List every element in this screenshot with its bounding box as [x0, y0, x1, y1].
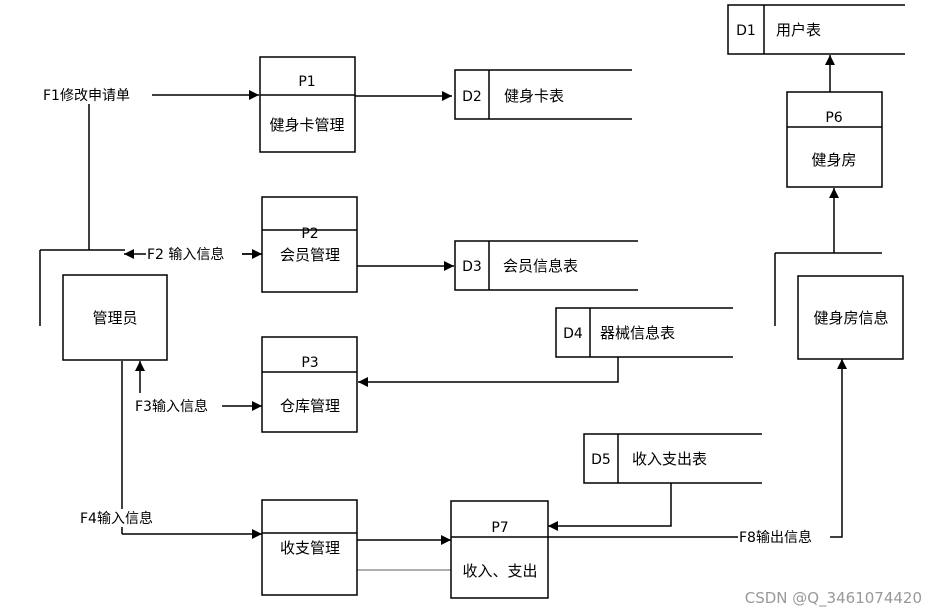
- store-d5: D5 收入支出表: [583, 433, 762, 484]
- process-p7-name: 收入、支出: [462, 562, 537, 580]
- flow-f8-arrow: [548, 359, 847, 538]
- flow-f1-label: F1修改申请单: [43, 88, 130, 104]
- process-p2: P2 会员管理: [261, 196, 358, 293]
- process-p1-id: P1: [298, 74, 315, 90]
- store-d2-name: 健身卡表: [504, 87, 564, 105]
- process-p7: P7 收入、支出: [450, 500, 549, 599]
- store-d4-id: D4: [563, 326, 583, 342]
- process-p7-id: P7: [491, 520, 508, 536]
- process-p4: 收支管理: [261, 499, 358, 596]
- entity-gym-info-name: 健身房信息: [813, 309, 888, 327]
- entity-admin: 管理员: [62, 274, 168, 361]
- process-p6-id: P6: [825, 110, 842, 126]
- d5-to-p7-arrow: [548, 483, 672, 531]
- store-d1-name: 用户表: [776, 21, 821, 39]
- process-p1: P1 健身卡管理: [259, 56, 356, 153]
- store-d3-id: D3: [462, 259, 482, 275]
- process-p1-name: 健身卡管理: [269, 116, 344, 134]
- store-d4: D4 器械信息表: [555, 307, 733, 358]
- store-d1-id: D1: [736, 23, 756, 39]
- process-p3-name: 仓库管理: [280, 397, 340, 415]
- process-p6-name: 健身房: [811, 151, 856, 169]
- store-d2: D2 健身卡表: [454, 69, 632, 120]
- process-p3: P3 仓库管理: [261, 336, 358, 433]
- store-d1: D1 用户表: [727, 4, 905, 55]
- process-p2-id: P2: [301, 226, 318, 242]
- entity-gym-info: 健身房信息: [797, 275, 904, 360]
- process-p2-name: 会员管理: [280, 246, 340, 264]
- flow-f8-label: F8输出信息: [739, 529, 812, 546]
- store-d2-id: D2: [462, 89, 482, 105]
- entity-admin-name: 管理员: [92, 309, 137, 327]
- flow-f3-label: F3输入信息: [135, 398, 208, 415]
- process-p6: P6 健身房: [786, 91, 883, 188]
- store-d5-id: D5: [591, 452, 611, 468]
- store-d3: D3 会员信息表: [454, 240, 638, 291]
- watermark-text: CSDN @Q_3461074420: [745, 589, 922, 608]
- d4-to-p3-arrow: [358, 357, 619, 387]
- flow-f4-label: F4输入信息: [80, 510, 153, 527]
- store-d3-name: 会员信息表: [503, 257, 578, 275]
- flow-f2-label: F2 输入信息: [147, 246, 224, 263]
- process-p4-name: 收支管理: [280, 539, 340, 557]
- store-d5-name: 收入支出表: [632, 450, 707, 468]
- process-p3-id: P3: [301, 355, 318, 371]
- store-d4-name: 器械信息表: [600, 324, 675, 342]
